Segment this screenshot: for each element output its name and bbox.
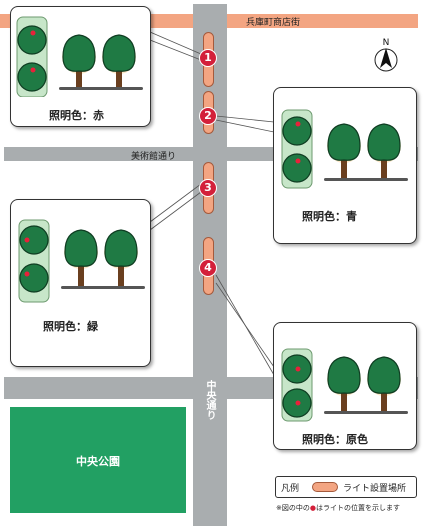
panel-1-illustration	[16, 16, 143, 98]
light-dot-icon	[24, 237, 30, 243]
light-dot-icon: ●	[309, 504, 316, 512]
light-dot-icon	[295, 158, 301, 164]
tree-icon	[19, 225, 49, 293]
tree-icon	[104, 229, 138, 286]
light-number-badge-1: 1	[199, 49, 217, 67]
light-panel-2-label: 照明色：青	[302, 210, 357, 223]
tree-icon	[62, 34, 96, 87]
light-dot-icon	[30, 30, 36, 36]
chuo-street-text: 中央通り	[204, 380, 215, 420]
tree-icon	[64, 229, 98, 286]
tree-icon	[327, 356, 361, 411]
panel-3-illustration	[18, 219, 145, 303]
light-number-badge-4: 4	[199, 259, 217, 277]
legend-item-label: ライト設置場所	[343, 484, 407, 494]
tree-icon	[102, 34, 136, 87]
tree-icon	[17, 25, 47, 92]
tree-icon	[367, 356, 401, 411]
light-panel-1: 照明色：赤	[10, 6, 151, 127]
legend-light-swatch	[312, 482, 338, 492]
light-panel-3: 照明色：緑	[10, 199, 151, 367]
tree-icon	[282, 116, 312, 183]
hyogomachi-street-label: 兵庫町商店街	[246, 18, 301, 28]
panel-2-illustration	[281, 109, 408, 189]
footnote: ※図の中の●はライトの位置を示します	[276, 503, 400, 513]
light-number-badge-2: 2	[199, 107, 217, 125]
tree-icon	[367, 123, 401, 178]
compass-label: N	[383, 38, 390, 48]
footnote-prefix: ※図の中の	[276, 504, 310, 512]
light-panel-4: 照明色：原色	[273, 322, 417, 450]
light-dot-icon	[295, 366, 301, 372]
light-panel-1-label: 照明色：赤	[49, 109, 104, 122]
central-park: 中央公園	[10, 407, 186, 513]
north-arrow-icon: N	[374, 38, 398, 72]
chuo-street-label: 中央通り	[202, 380, 216, 424]
light-dot-icon	[295, 121, 301, 127]
light-number-badge-3: 3	[199, 179, 217, 197]
light-panel-3-label: 照明色：緑	[43, 320, 98, 333]
light-dot-icon	[30, 67, 36, 73]
panel-4-illustration	[281, 348, 408, 422]
legend: 凡例 ライト設置場所	[275, 476, 417, 498]
light-panel-2: 照明色：青	[273, 87, 417, 244]
footnote-suffix: はライトの位置を示します	[315, 504, 400, 512]
light-dot-icon	[295, 400, 301, 406]
museum-street-label: 美術館通り	[131, 152, 177, 162]
light-panel-4-label: 照明色：原色	[302, 433, 368, 446]
central-park-label: 中央公園	[76, 455, 120, 468]
tree-icon	[327, 123, 361, 178]
light-dot-icon	[24, 271, 30, 277]
legend-title: 凡例	[281, 484, 300, 494]
